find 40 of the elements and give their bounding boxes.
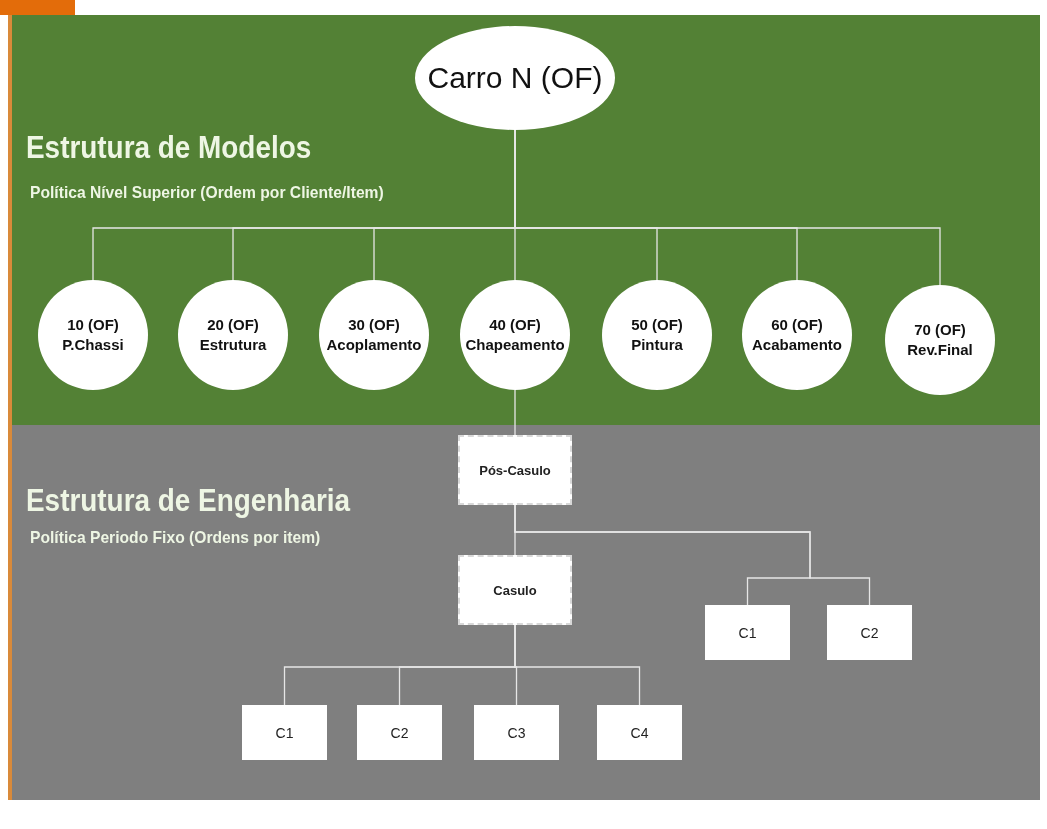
stage-name: Acabamento (752, 335, 842, 355)
component-box (597, 705, 682, 760)
section-band (12, 425, 1040, 800)
connector-line (514, 389, 516, 436)
node-label: C2 (390, 724, 409, 741)
component-box (242, 705, 327, 760)
dashed-box (458, 555, 572, 625)
component-box (705, 605, 790, 660)
section-band (12, 15, 1040, 425)
stage-name: Chapeamento (465, 335, 565, 355)
node-label: C2 (860, 624, 879, 641)
node-label: Carro N (OF) (427, 61, 603, 95)
connector-line (514, 624, 641, 706)
order-number: 40 (OF) (489, 314, 541, 335)
order-number: 20 (OF) (207, 314, 259, 335)
section-subtitle: Política Nível Superior (Ordem por Cliente/Item) (30, 183, 384, 203)
node-label: Pós-Casulo (479, 462, 551, 478)
stage-name: Acoplamento (326, 335, 422, 355)
component-box (474, 705, 559, 760)
component-box (827, 605, 912, 660)
stage-name: Pintura (631, 335, 683, 355)
stage-name: Estrutura (199, 335, 267, 355)
section-subtitle: Política Periodo Fixo (Ordens por item) (30, 528, 321, 548)
dashed-box (458, 435, 572, 505)
order-number: 10 (OF) (67, 314, 119, 335)
order-number: 50 (OF) (631, 314, 683, 335)
component-box (357, 705, 442, 760)
node-label: C4 (630, 724, 649, 741)
node-label: C3 (507, 724, 526, 741)
node-label: C1 (738, 624, 757, 641)
stage-name: Rev.Final (907, 340, 973, 360)
order-number: 30 (OF) (348, 314, 400, 335)
section-heading: Estrutura de Modelos (26, 130, 312, 166)
order-number: 70 (OF) (914, 319, 966, 340)
node-label: Casulo (493, 582, 537, 598)
connector-line (514, 504, 871, 606)
stage-name: P.Chassi (62, 335, 124, 355)
order-number: 60 (OF) (771, 314, 823, 335)
node-label: C1 (275, 724, 294, 741)
section-heading: Estrutura de Engenharia (26, 483, 351, 519)
